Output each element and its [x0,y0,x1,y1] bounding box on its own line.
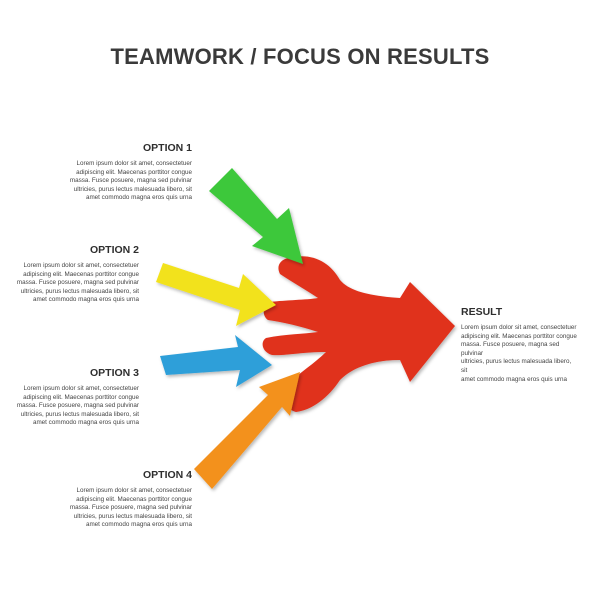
option-3-description: Lorem ipsum dolor sit amet, consectetuer… [0,385,139,428]
option-2-label: OPTION 2 [89,244,139,256]
option-4-line: ultricies, purus lectus malesuada libero… [73,512,192,520]
option-2-line: massa. Fusce posuere, magna sed pulvinar [16,279,139,287]
option-1-line: adipiscing elit. Maecenas porttitor cong… [76,168,192,176]
result-line: ultricies, purus lectus malesuada libero… [461,358,572,374]
option-3-line: Lorem ipsum dolor sit amet, consectetuer [23,385,140,392]
result-arrow [262,256,455,412]
option-4-label: OPTION 4 [142,469,192,481]
option-3-line: amet commodo magna eros quis urna [32,419,139,427]
result-line: Lorem ipsum dolor sit amet, consectetuer [461,324,577,331]
option-3-block: OPTION 3 Lorem ipsum dolor sit amet, con… [0,367,139,428]
result-line: amet commodo magna eros quis urna [461,375,568,383]
result-line: adipiscing elit. Maecenas porttitor cong… [461,332,577,340]
option-2-line: Lorem ipsum dolor sit amet, consectetuer [23,262,140,269]
option-2-line: adipiscing elit. Maecenas porttitor cong… [23,270,139,278]
option-1-description: Lorem ipsum dolor sit amet, consectetuer… [32,160,192,203]
option-1-line: massa. Fusce posuere, magna sed pulvinar [69,177,192,185]
result-line: massa. Fusce posuere, magna sed pulvinar [461,341,560,357]
option-4-line: amet commodo magna eros quis urna [85,521,192,529]
option-1-line: amet commodo magna eros quis urna [85,194,192,202]
option-1-arrow [209,168,303,264]
option-3-line: massa. Fusce posuere, magna sed pulvinar [16,402,139,410]
result-block: RESULT Lorem ipsum dolor sit amet, conse… [461,306,579,384]
result-label: RESULT [461,306,503,318]
option-3-line: ultricies, purus lectus malesuada libero… [20,410,139,418]
option-1-line: Lorem ipsum dolor sit amet, consectetuer [76,160,193,167]
option-3-label: OPTION 3 [89,367,139,379]
page-title: TEAMWORK / FOCUS ON RESULTS [110,44,490,69]
option-4-line: massa. Fusce posuere, magna sed pulvinar [69,504,192,512]
option-4-description: Lorem ipsum dolor sit amet, consectetuer… [31,487,192,530]
option-2-line: amet commodo magna eros quis urna [32,296,139,304]
option-4-block: OPTION 4 Lorem ipsum dolor sit amet, con… [31,469,192,530]
option-2-block: OPTION 2 Lorem ipsum dolor sit amet, con… [0,244,139,305]
option-3-line: adipiscing elit. Maecenas porttitor cong… [23,393,139,401]
option-2-arrow [156,263,276,326]
option-1-line: ultricies, purus lectus malesuada libero… [73,185,192,193]
option-3-arrow [160,335,272,387]
option-4-line: Lorem ipsum dolor sit amet, consectetuer [76,487,193,494]
option-2-description: Lorem ipsum dolor sit amet, consectetuer… [0,262,139,305]
result-description: Lorem ipsum dolor sit amet, consectetuer… [461,324,579,384]
option-1-block: OPTION 1 Lorem ipsum dolor sit amet, con… [32,142,192,203]
option-4-arrow [194,372,300,489]
option-4-line: adipiscing elit. Maecenas porttitor cong… [76,495,192,503]
option-2-line: ultricies, purus lectus malesuada libero… [20,287,139,295]
option-1-label: OPTION 1 [142,142,192,154]
